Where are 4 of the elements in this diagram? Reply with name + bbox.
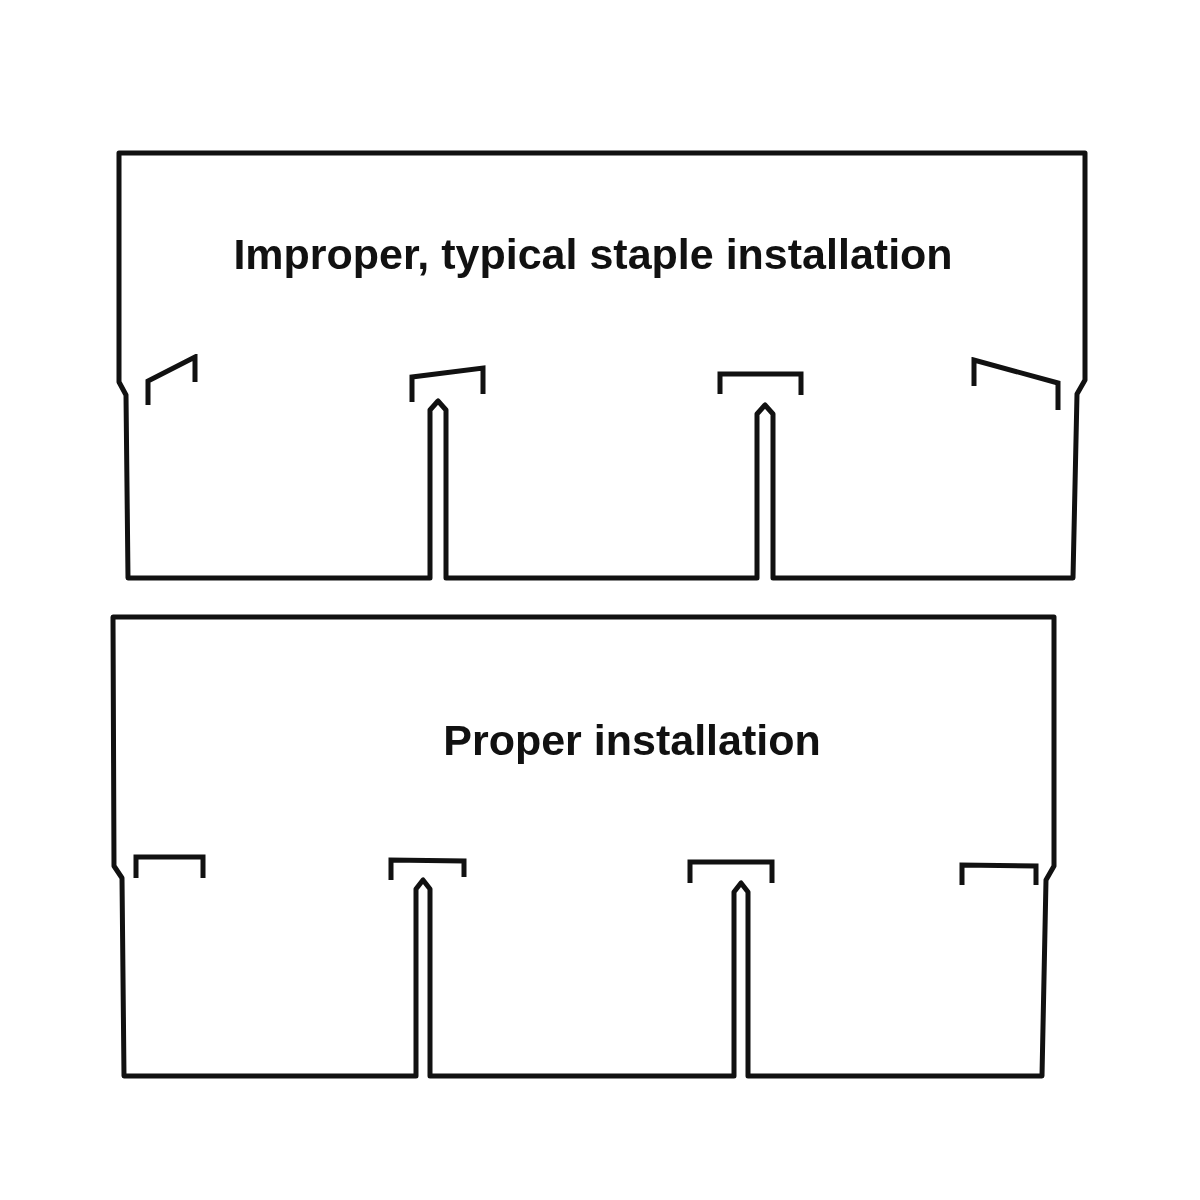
shingle-strip xyxy=(118,152,1088,582)
shingle-label: Proper installation xyxy=(443,716,821,766)
shingle-strip xyxy=(112,616,1056,1080)
shingle-label: Improper, typical staple installation xyxy=(233,230,953,280)
